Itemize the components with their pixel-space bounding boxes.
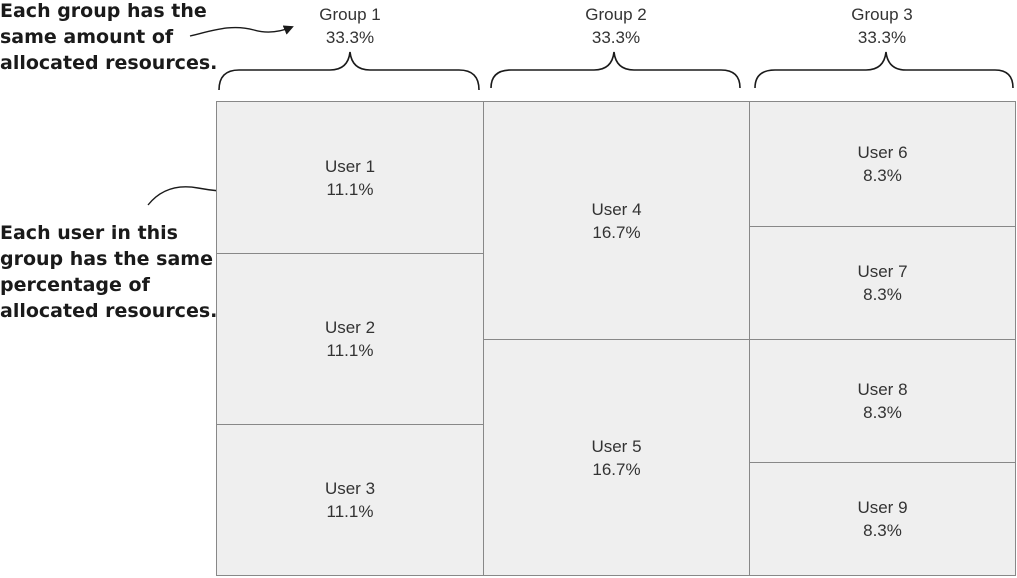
user-cell-6: User 6 8.3% <box>749 101 1016 227</box>
user-name: User 7 <box>857 262 908 281</box>
user-annotation-line: percentage of <box>0 274 150 296</box>
user-cell-9: User 9 8.3% <box>749 462 1016 576</box>
user-name: User 1 <box>324 156 376 176</box>
user-cell-7: User 7 8.3% <box>749 226 1016 340</box>
user-cell-5: User 5 16.7% <box>483 339 750 576</box>
user-cell-1: User 1 11.1% <box>216 101 484 254</box>
group-brace-1 <box>218 51 480 91</box>
group-brace-3 <box>754 51 1014 89</box>
user-cell-4: User 4 16.7% <box>483 101 750 340</box>
group-annotation-line: Each group has the <box>0 0 207 22</box>
user-cell-2: User 2 11.1% <box>216 253 484 425</box>
user-annotation-line: allocated resources. <box>0 300 218 322</box>
user-share: 11.1% <box>326 502 374 521</box>
user-name: User 9 <box>857 498 908 517</box>
group-annotation-line: same amount of <box>0 26 174 48</box>
group-share: 33.3% <box>325 28 375 47</box>
user-share: 11.1% <box>326 179 374 199</box>
user-annotation-line: group has the same <box>0 248 213 270</box>
user-share: 16.7% <box>592 222 641 242</box>
user-annotation-line: Each user in this <box>0 222 178 244</box>
user-cell-8: User 8 8.3% <box>749 339 1016 463</box>
user-share: 8.3% <box>863 166 902 185</box>
user-share: 8.3% <box>863 521 902 540</box>
user-name: User 2 <box>324 318 376 337</box>
user-share: 8.3% <box>863 285 902 304</box>
group-name: Group 3 <box>851 5 913 24</box>
user-name: User 8 <box>857 380 908 399</box>
user-cell-3: User 3 11.1% <box>216 424 484 576</box>
user-name: User 4 <box>591 199 642 219</box>
group-share: 33.3% <box>591 28 641 47</box>
user-name: User 5 <box>591 436 642 456</box>
user-share: 11.1% <box>326 341 374 360</box>
group-name: Group 2 <box>585 5 647 24</box>
group-annotation-line: allocated resources. <box>0 52 218 74</box>
user-share: 8.3% <box>863 403 902 422</box>
group-header-1: Group 1 33.3% <box>217 3 483 49</box>
user-annotation: Each user in this group has the same per… <box>0 220 217 324</box>
group-header-3: Group 3 33.3% <box>749 3 1015 49</box>
group-name: Group 1 <box>319 5 381 24</box>
user-name: User 6 <box>857 143 908 162</box>
group-annotation: Each group has the same amount of alloca… <box>0 0 217 76</box>
group-brace-2 <box>490 51 741 89</box>
group-annotation-arrow <box>189 25 294 37</box>
group-share: 33.3% <box>857 28 907 47</box>
user-share: 16.7% <box>592 459 641 479</box>
user-name: User 3 <box>324 479 376 498</box>
group-header-2: Group 2 33.3% <box>483 3 749 49</box>
